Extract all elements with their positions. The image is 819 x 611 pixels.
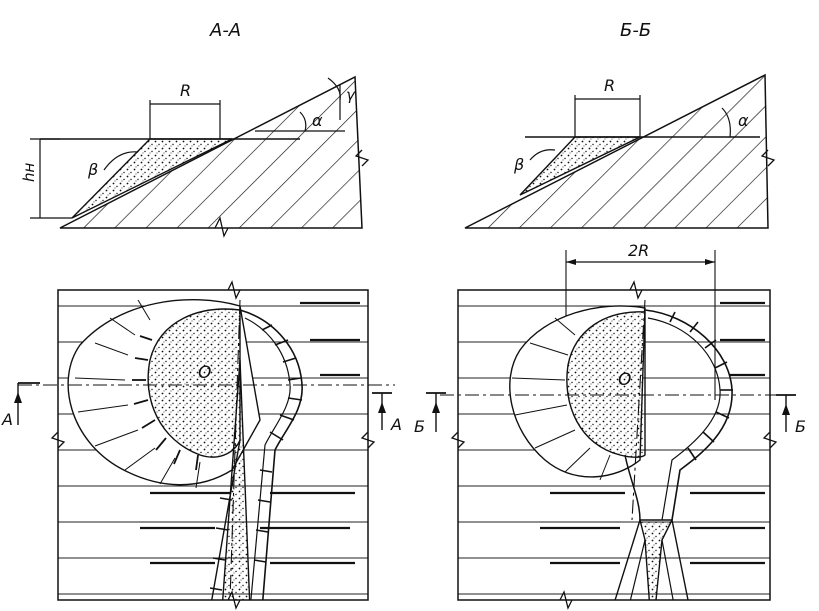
alpha-label-left: α [312,111,323,130]
section-b-b-profile: R β α [464,73,776,229]
plan-right: 2R [414,241,806,610]
dotted-core-left [147,308,241,458]
center-label-left: O [198,363,211,383]
section-title-a: А-А [209,20,241,41]
gamma-label: γ [346,86,356,104]
radius-label-left: R [180,81,191,100]
plan-left: O А А [1,280,402,610]
beta-label-right: β [513,155,524,174]
center-label-right: O [618,370,631,390]
ground-hatched-left [59,75,363,229]
cut-label-b-right: Б [795,417,806,436]
dotted-core-right [566,311,646,458]
channel-left [222,359,251,600]
ground-hatched-right [464,73,769,229]
diameter-label: 2R [628,241,649,260]
cut-label-a-left: А [1,410,13,429]
beta-label-left: β [87,160,98,179]
cut-label-b-left: Б [414,417,425,436]
section-title-b: Б-Б [620,20,651,41]
height-label: hн [20,162,38,182]
alpha-label-right: α [738,111,749,130]
cut-label-a-right: А [390,415,402,434]
radius-label-right: R [604,76,615,95]
section-a-a-profile: R hн β α γ [20,75,370,238]
